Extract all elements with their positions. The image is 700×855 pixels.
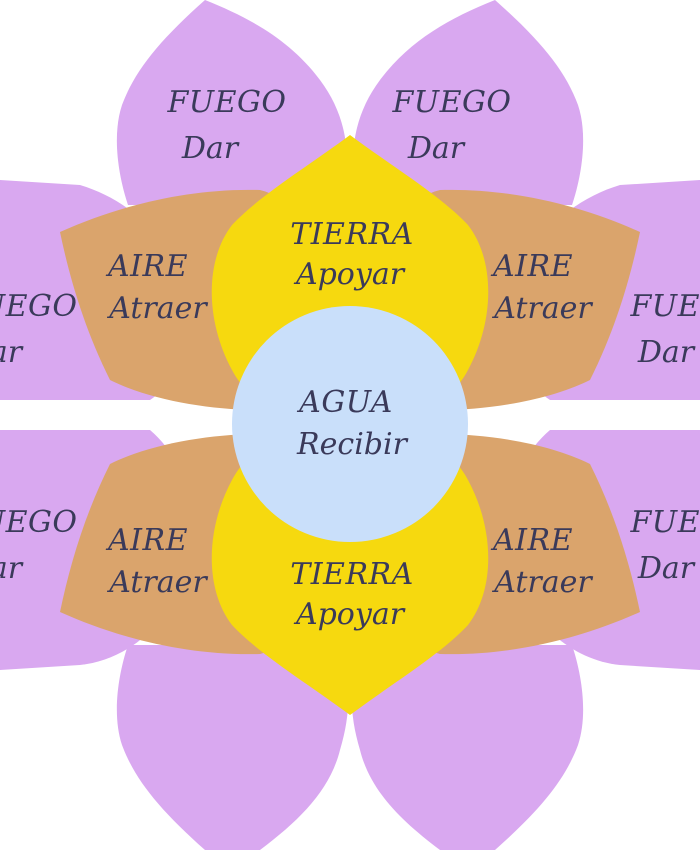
tierra-label-top: TIERRA bbox=[290, 217, 414, 252]
agua-center-circle bbox=[232, 306, 468, 542]
fuego-action-left-lower: Dar bbox=[0, 551, 24, 586]
aire-label-top-right: AIRE bbox=[490, 249, 573, 284]
fuego-action-right-lower: Dar bbox=[637, 551, 696, 586]
fuego-action-top-left: Dar bbox=[181, 131, 240, 166]
labels: FUEGO Dar FUEGO Dar FUEGO Dar FUEGO Dar … bbox=[0, 85, 700, 632]
tierra-label-bottom: TIERRA bbox=[290, 557, 414, 592]
tierra-action-top: Apoyar bbox=[293, 257, 406, 292]
fuego-label-right-upper: FUEGO bbox=[629, 289, 700, 324]
fuego-label-left-upper: FUEGO bbox=[0, 289, 78, 324]
fuego-petal-top-left bbox=[116, 0, 347, 205]
aire-action-bottom-right: Atraer bbox=[491, 565, 593, 600]
aire-action-top-left: Atraer bbox=[106, 291, 208, 326]
agua-label: AGUA bbox=[296, 385, 393, 420]
fuego-label-left-lower: FUEGO bbox=[0, 505, 78, 540]
fuego-action-top-right: Dar bbox=[407, 131, 466, 166]
fuego-action-right-upper: Dar bbox=[637, 335, 696, 370]
fuego-action-left-upper: Dar bbox=[0, 335, 24, 370]
fuego-label-right-lower: FUEGO bbox=[629, 505, 700, 540]
agua-action: Recibir bbox=[296, 427, 409, 462]
aire-action-bottom-left: Atraer bbox=[106, 565, 208, 600]
aire-label-bottom-right: AIRE bbox=[490, 523, 573, 558]
aire-label-bottom-left: AIRE bbox=[105, 523, 188, 558]
aire-action-top-right: Atraer bbox=[491, 291, 593, 326]
tierra-action-bottom: Apoyar bbox=[293, 597, 406, 632]
aire-label-top-left: AIRE bbox=[105, 249, 188, 284]
fuego-petal-bottom-right bbox=[351, 645, 584, 850]
fuego-petal-bottom-left bbox=[116, 645, 349, 850]
fuego-petal-top-right bbox=[353, 0, 584, 205]
fuego-label-top-right: FUEGO bbox=[391, 85, 511, 120]
fuego-label-top-left: FUEGO bbox=[166, 85, 286, 120]
